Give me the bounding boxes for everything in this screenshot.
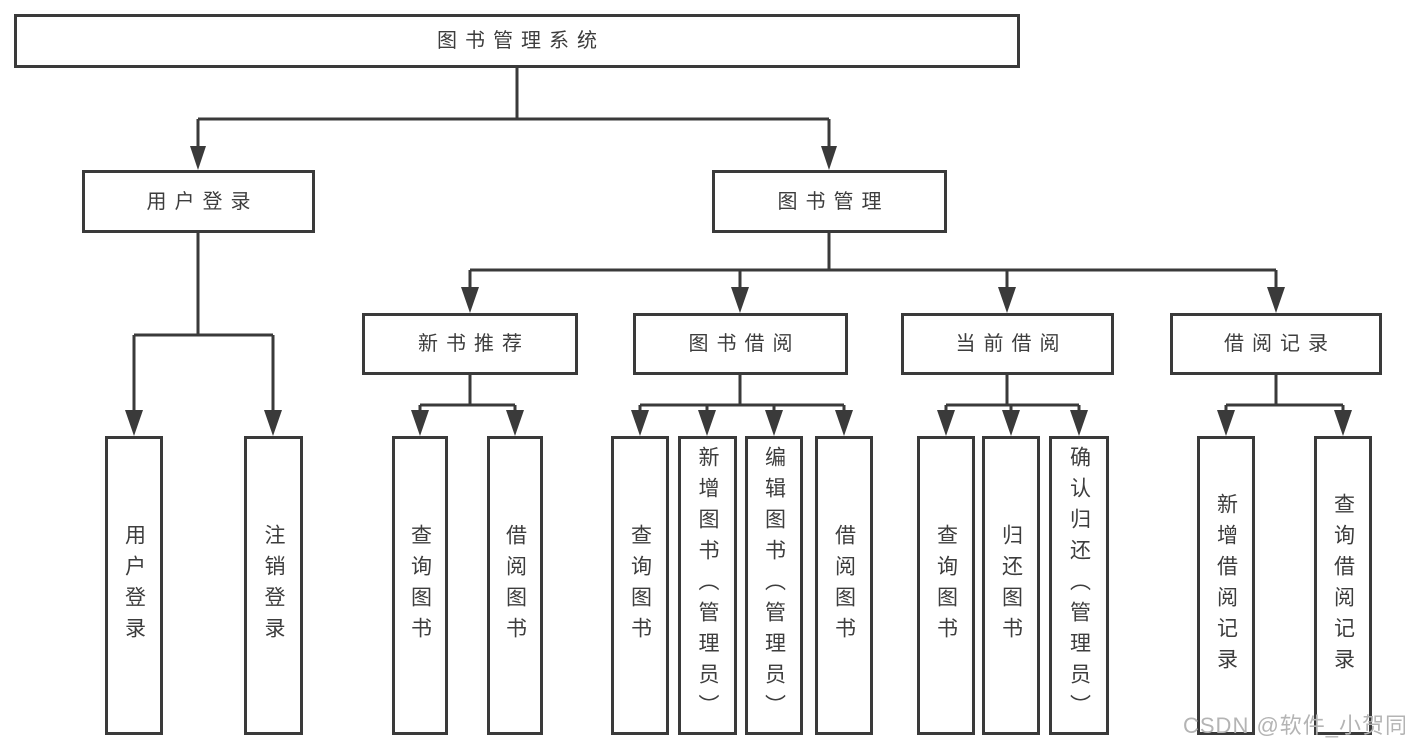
leaf-add-borrow-record-label: 新增借阅记录: [1214, 492, 1238, 679]
leaf-query-borrow-record-label: 查询借阅记录: [1331, 492, 1355, 679]
arrowhead: [411, 410, 429, 436]
arrowhead: [631, 410, 649, 436]
node-user-login: 用户登录: [82, 170, 315, 233]
arrowhead: [765, 410, 783, 436]
arrowhead: [698, 410, 716, 436]
connector-userlogin-to-leaves: [132, 233, 275, 416]
node-new-book-recommend: 新书推荐: [362, 313, 578, 375]
leaf-newbook-query-books: 查询图书: [392, 436, 448, 735]
node-current-borrow-label: 当前借阅: [955, 333, 1068, 355]
node-root-label: 图书管理系统: [437, 30, 605, 52]
leaf-add-books-admin: 新增图书（管理员）: [678, 436, 737, 735]
leaf-confirm-return-admin: 确认归还（管理员）: [1049, 436, 1109, 735]
connector-currentborrow-to-leaves: [944, 375, 1081, 414]
node-book-borrow: 图书借阅: [633, 313, 848, 375]
node-book-management-label: 图书管理: [777, 190, 890, 213]
leaf-logout: 注销登录: [244, 436, 303, 735]
arrowhead: [835, 410, 853, 436]
csdn-watermark: CSDN @软件_小贺同学: [1183, 713, 1405, 738]
connector-bookmgmt-to-level3: [468, 233, 1278, 293]
leaf-add-books-admin-label: 新增图书（管理员）: [696, 446, 719, 725]
arrowhead: [190, 146, 206, 170]
leaf-borrow-query-books: 查询图书: [611, 436, 669, 735]
leaf-add-borrow-record: 新增借阅记录: [1197, 436, 1255, 735]
leaf-edit-books-admin: 编辑图书（管理员）: [745, 436, 803, 735]
connector-bookborrow-to-leaves: [638, 375, 846, 414]
arrowhead: [264, 410, 282, 436]
node-new-book-recommend-label: 新书推荐: [418, 333, 530, 355]
arrowhead: [1070, 410, 1088, 436]
leaf-borrow-books: 借阅图书: [815, 436, 873, 735]
arrowhead: [821, 146, 837, 170]
leaf-current-query-books-label: 查询图书: [934, 523, 958, 648]
arrowhead: [1334, 410, 1352, 436]
leaf-newbook-borrow-books-label: 借阅图书: [503, 523, 527, 648]
leaf-newbook-borrow-books: 借阅图书: [487, 436, 543, 735]
leaf-user-login-label: 用户登录: [122, 523, 146, 648]
leaf-borrow-query-books-label: 查询图书: [628, 523, 652, 648]
arrowhead: [125, 410, 143, 436]
node-borrow-record-label: 借阅记录: [1224, 333, 1336, 355]
leaf-confirm-return-admin-label: 确认归还（管理员）: [1067, 446, 1091, 725]
arrowhead: [461, 287, 479, 313]
leaf-borrow-books-label: 借阅图书: [832, 523, 856, 648]
node-current-borrow: 当前借阅: [901, 313, 1114, 375]
arrowhead: [506, 410, 524, 436]
arrowhead: [998, 287, 1016, 313]
connector-borrowrecord-to-leaves: [1224, 375, 1345, 414]
arrowhead: [1217, 410, 1235, 436]
node-borrow-record: 借阅记录: [1170, 313, 1382, 375]
arrowhead: [1267, 287, 1285, 313]
arrowhead: [731, 287, 749, 313]
leaf-query-borrow-record: 查询借阅记录: [1314, 436, 1372, 735]
leaf-return-books-label: 归还图书: [999, 523, 1023, 648]
connector-newbook-to-leaves: [418, 375, 517, 414]
leaf-user-login: 用户登录: [105, 436, 163, 735]
node-user-login-label: 用户登录: [146, 190, 259, 213]
connector-root-to-level2: [196, 68, 831, 150]
leaf-logout-label: 注销登录: [262, 523, 285, 648]
leaf-current-query-books: 查询图书: [917, 436, 975, 735]
leaf-return-books: 归还图书: [982, 436, 1040, 735]
node-book-management: 图书管理: [712, 170, 947, 233]
leaf-newbook-query-books-label: 查询图书: [408, 523, 432, 648]
arrowhead: [937, 410, 955, 436]
leaf-edit-books-admin-label: 编辑图书（管理员）: [762, 446, 786, 725]
node-book-borrow-label: 图书借阅: [688, 333, 801, 355]
arrowhead: [1002, 410, 1020, 436]
node-root: 图书管理系统: [14, 14, 1020, 68]
